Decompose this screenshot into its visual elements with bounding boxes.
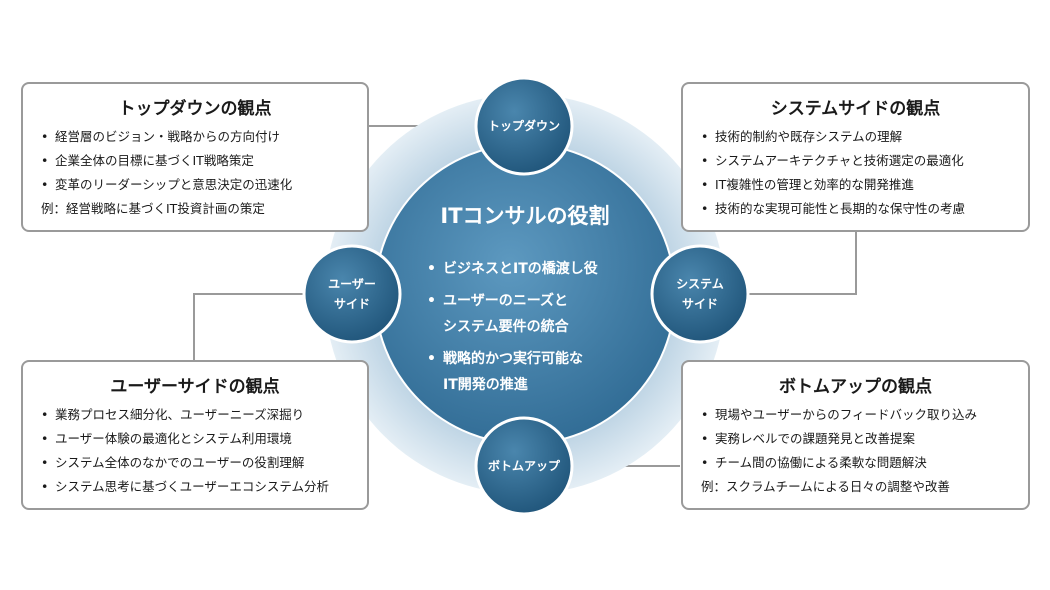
system-list: 技術的制約や既存システムの理解 システムアーキテクチャと技術選定の最適化 IT複… <box>697 125 1014 221</box>
list-item: 技術的な実現可能性と長期的な保守性の考慮 <box>697 197 1014 221</box>
bottomup-list: 現場やユーザーからのフィードバック取り込み 実務レベルでの課題発見と改善提案 チ… <box>697 403 1014 475</box>
node-label-system-side: システム サイド <box>676 277 724 311</box>
bottomup-box: ボトムアップの観点 現場やユーザーからのフィードバック取り込み 実務レベルでの課… <box>681 360 1030 510</box>
node-label-bottomup: ボトムアップ <box>487 459 560 473</box>
list-item: IT複雑性の管理と効率的な開発推進 <box>697 173 1014 197</box>
node-user-side <box>302 244 402 344</box>
list-item: 実務レベルでの課題発見と改善提案 <box>697 427 1014 451</box>
list-item: システム思考に基づくユーザーエコシステム分析 <box>37 475 353 499</box>
system-title: システムサイドの観点 <box>770 99 941 119</box>
node-topdown <box>474 76 574 176</box>
center-title: ITコンサルの役割 <box>440 204 610 228</box>
connector-system <box>748 230 857 295</box>
node-system-side <box>650 244 750 344</box>
bottomup-example: 例：スクラムチームによる日々の調整や改善 <box>701 479 950 494</box>
node-bottomup <box>474 416 574 516</box>
user-title: ユーザーサイドの観点 <box>110 377 280 397</box>
center-item: ユーザーのニーズと システム要件の統合 <box>427 288 647 340</box>
node-label-user-side: ユーザー サイド <box>328 277 376 311</box>
list-item: 変革のリーダーシップと意思決定の迅速化 <box>37 173 353 197</box>
list-item: チーム間の協働による柔軟な問題解決 <box>697 451 1014 475</box>
user-list: 業務プロセス細分化、ユーザーニーズ深掘り ユーザー体験の最適化とシステム利用環境… <box>37 403 353 499</box>
topdown-title: トップダウンの観点 <box>118 99 272 119</box>
list-item: システム全体のなかでのユーザーの役割理解 <box>37 451 353 475</box>
list-item: ユーザー体験の最適化とシステム利用環境 <box>37 427 353 451</box>
node-label-topdown: トップダウン <box>487 119 560 133</box>
center-item: 戦略的かつ実行可能な IT開発の推進 <box>427 346 647 398</box>
system-box: システムサイドの観点 技術的制約や既存システムの理解 システムアーキテクチャと技… <box>681 82 1030 232</box>
list-item: 技術的制約や既存システムの理解 <box>697 125 1014 149</box>
topdown-example: 例：経営戦略に基づくIT投資計画の策定 <box>41 201 265 216</box>
list-item: 企業全体の目標に基づくIT戦略策定 <box>37 149 353 173</box>
list-item: システムアーキテクチャと技術選定の最適化 <box>697 149 1014 173</box>
bottomup-title: ボトムアップの観点 <box>779 377 932 397</box>
list-item: 業務プロセス細分化、ユーザーニーズ深掘り <box>37 403 353 427</box>
list-item: 経営層のビジョン・戦略からの方向付け <box>37 125 353 149</box>
topdown-box: トップダウンの観点 経営層のビジョン・戦略からの方向付け 企業全体の目標に基づく… <box>21 82 369 232</box>
center-list: ビジネスとITの橋渡し役 ユーザーのニーズと システム要件の統合 戦略的かつ実行… <box>427 256 647 404</box>
center-item: ビジネスとITの橋渡し役 <box>427 256 647 282</box>
connector-user <box>193 293 304 360</box>
user-box: ユーザーサイドの観点 業務プロセス細分化、ユーザーニーズ深掘り ユーザー体験の最… <box>21 360 369 510</box>
list-item: 現場やユーザーからのフィードバック取り込み <box>697 403 1014 427</box>
topdown-list: 経営層のビジョン・戦略からの方向付け 企業全体の目標に基づくIT戦略策定 変革の… <box>37 125 353 197</box>
